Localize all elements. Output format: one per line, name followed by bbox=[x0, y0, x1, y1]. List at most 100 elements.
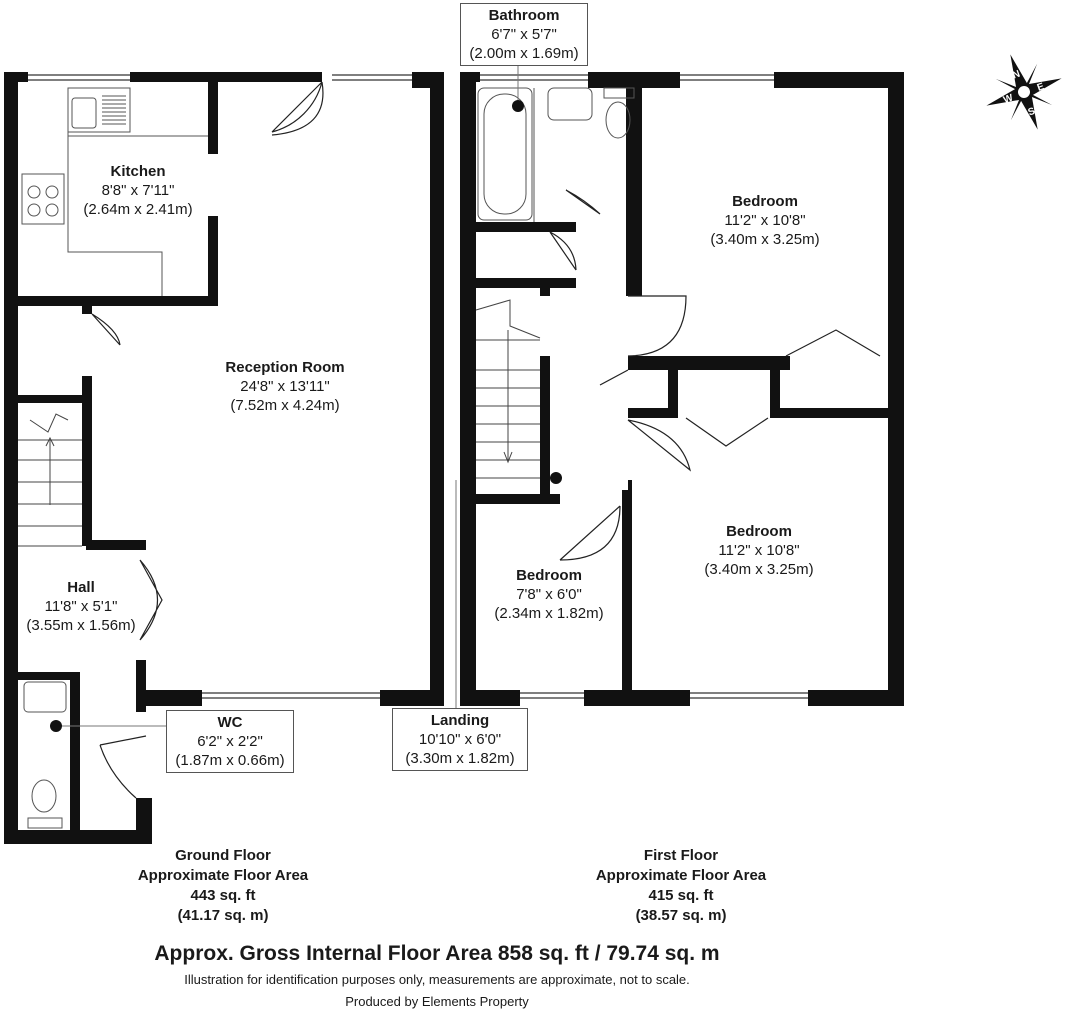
room-imperial: 7'8" x 6'0" bbox=[516, 586, 582, 603]
door-swing bbox=[549, 231, 577, 271]
room-name: Bedroom bbox=[732, 193, 798, 210]
wall bbox=[770, 356, 780, 418]
wall bbox=[476, 222, 576, 232]
door-swing bbox=[785, 329, 881, 357]
door-swing bbox=[99, 735, 147, 799]
room-name: Bedroom bbox=[726, 523, 792, 540]
hob-icon bbox=[21, 173, 65, 225]
drainer-icon bbox=[102, 95, 126, 125]
compass-west: W bbox=[1002, 92, 1015, 106]
room-name: Reception Room bbox=[225, 359, 345, 376]
door-swing bbox=[271, 81, 324, 136]
compass-icon: N E S W bbox=[986, 54, 1062, 130]
room-metric: (3.30m x 1.82m) bbox=[405, 750, 515, 767]
wall bbox=[476, 278, 576, 288]
door-swing bbox=[91, 313, 121, 346]
produced-by: Produced by Elements Property bbox=[345, 994, 529, 1009]
wall bbox=[82, 306, 92, 314]
wall bbox=[588, 72, 680, 88]
room-name: Bedroom bbox=[516, 567, 582, 584]
door-swing bbox=[565, 189, 601, 215]
gross-floor-area: Approx. Gross Internal Floor Area 858 sq… bbox=[154, 942, 720, 965]
room-imperial: 10'10" x 6'0" bbox=[418, 731, 502, 748]
room-imperial: 24'8" x 13'11" bbox=[240, 378, 330, 395]
window bbox=[28, 74, 130, 81]
summary-subtitle: Approximate Floor Area bbox=[595, 867, 767, 884]
room-label-landing: Landing 10'10" x 6'0" (3.30m x 1.82m) bbox=[392, 708, 528, 771]
wall bbox=[18, 296, 218, 306]
wall bbox=[628, 356, 790, 370]
wall bbox=[774, 72, 904, 88]
room-metric: (3.55m x 1.56m) bbox=[26, 617, 136, 634]
window bbox=[690, 692, 808, 699]
wall bbox=[4, 830, 152, 844]
room-imperial: 6'2" x 2'2" bbox=[197, 733, 263, 750]
wall bbox=[668, 356, 678, 418]
room-label-bedroom-2: Bedroom 11'2" x 10'8" (3.40m x 3.25m) bbox=[674, 522, 844, 579]
room-label-kitchen: Kitchen 8'8" x 7'11" (2.64m x 2.41m) bbox=[68, 162, 208, 219]
bath-toilet-icon bbox=[605, 101, 631, 139]
summary-title: Ground Floor bbox=[175, 847, 271, 864]
room-imperial: 6'7" x 5'7" bbox=[491, 26, 557, 43]
wall bbox=[4, 72, 18, 844]
wall bbox=[540, 288, 550, 296]
door-swing bbox=[627, 295, 687, 357]
sink-icon bbox=[67, 87, 131, 133]
window bbox=[520, 692, 584, 699]
door-swing bbox=[685, 417, 769, 447]
first-floor-summary: First Floor Approximate Floor Area 415 s… bbox=[568, 846, 794, 926]
door-swing bbox=[599, 369, 692, 472]
wall bbox=[770, 408, 904, 418]
wall bbox=[136, 798, 152, 844]
wall bbox=[888, 72, 904, 706]
wall bbox=[540, 356, 550, 496]
kitchen-worktop bbox=[67, 132, 163, 296]
room-metric: (2.34m x 1.82m) bbox=[494, 605, 604, 622]
summary-subtitle: Approximate Floor Area bbox=[137, 867, 309, 884]
wall bbox=[460, 72, 476, 706]
wall bbox=[622, 490, 632, 690]
wall bbox=[208, 82, 218, 154]
wall bbox=[208, 216, 218, 306]
room-metric: (7.52m x 4.24m) bbox=[230, 397, 340, 414]
room-label-wc: WC 6'2" x 2'2" (1.87m x 0.66m) bbox=[166, 710, 294, 773]
wall bbox=[460, 690, 520, 706]
bath-icon bbox=[477, 87, 533, 221]
bathroom-pipe bbox=[512, 100, 524, 112]
summary-sqft: 443 sq. ft bbox=[190, 887, 256, 904]
wall bbox=[86, 540, 146, 550]
room-name: WC bbox=[217, 714, 243, 731]
window bbox=[332, 74, 412, 81]
toilet-icon bbox=[31, 779, 57, 813]
wall bbox=[18, 395, 86, 403]
room-metric: (2.64m x 2.41m) bbox=[83, 201, 193, 218]
room-name: Kitchen bbox=[110, 163, 166, 180]
window bbox=[480, 74, 588, 81]
summary-sqft: 415 sq. ft bbox=[648, 887, 714, 904]
wall bbox=[130, 72, 322, 82]
wall bbox=[18, 672, 80, 680]
wall bbox=[136, 660, 146, 712]
wall bbox=[584, 690, 690, 706]
summary-sqm: (38.57 sq. m) bbox=[635, 907, 727, 924]
wall bbox=[476, 494, 560, 504]
window bbox=[202, 692, 380, 699]
wall bbox=[380, 690, 444, 706]
staircase-first bbox=[475, 299, 541, 479]
wall bbox=[808, 690, 904, 706]
ground-floor-summary: Ground Floor Approximate Floor Area 443 … bbox=[110, 846, 336, 926]
room-name: Landing bbox=[430, 712, 490, 729]
room-imperial: 11'2" x 10'8" bbox=[718, 542, 800, 559]
room-imperial: 11'2" x 10'8" bbox=[724, 212, 806, 229]
compass-south: S bbox=[1027, 106, 1037, 119]
window bbox=[680, 74, 774, 81]
wc-basin-icon bbox=[23, 681, 67, 713]
wall bbox=[140, 690, 202, 706]
summary-sqm: (41.17 sq. m) bbox=[177, 907, 269, 924]
sink-basin bbox=[71, 97, 97, 129]
room-name: Hall bbox=[67, 579, 95, 596]
room-metric: (3.40m x 3.25m) bbox=[704, 561, 814, 578]
wall bbox=[70, 672, 80, 844]
wall bbox=[82, 376, 92, 546]
